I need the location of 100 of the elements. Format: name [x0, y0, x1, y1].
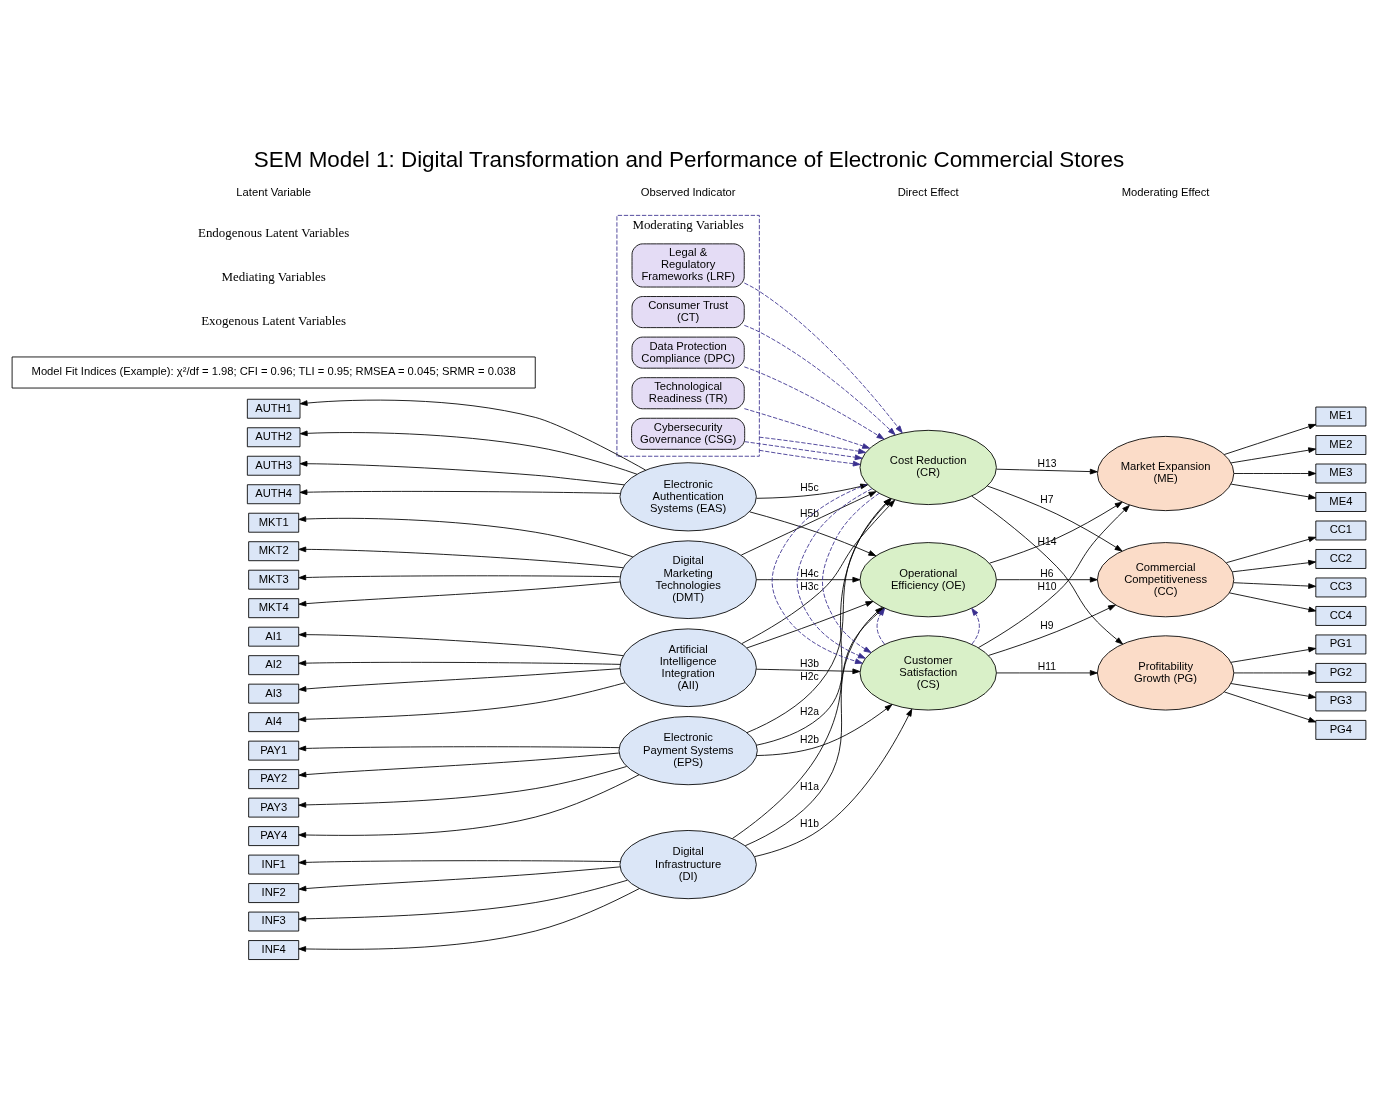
arrow [1226, 536, 1317, 563]
arrow [756, 483, 868, 499]
node-box: ME4 [1315, 491, 1367, 512]
arrow [298, 773, 640, 838]
arrow [298, 546, 624, 568]
arrow [298, 879, 628, 922]
arrow [1223, 423, 1317, 455]
arrow [971, 495, 1123, 644]
node-box: PAY3 [248, 797, 300, 818]
node-box: AI3 [248, 683, 300, 704]
arrow [749, 510, 877, 556]
arrow [298, 515, 634, 557]
node-box: ME2 [1315, 434, 1367, 455]
arrow [1230, 682, 1317, 699]
node-box: ME1 [1315, 406, 1367, 426]
arrow [996, 576, 1098, 583]
arrow [298, 865, 621, 891]
arrow [989, 501, 1123, 564]
node-box: AUTH4 [246, 483, 301, 504]
arrow [755, 667, 861, 674]
arrow [299, 399, 647, 471]
legend-label: Direct Effect [897, 185, 959, 198]
node-box: MKT3 [248, 569, 300, 590]
arrow [298, 887, 640, 952]
edge-label: H5c [800, 481, 819, 493]
edge-label: H1b [800, 817, 819, 829]
node-box: PG2 [1315, 662, 1367, 683]
arrow [299, 460, 625, 485]
arrow [1231, 559, 1316, 572]
arrow [298, 859, 621, 865]
node-box: PG3 [1315, 691, 1367, 711]
arrow [744, 440, 863, 460]
arrow [743, 324, 896, 435]
arrow [996, 669, 1098, 676]
node-box: PAY2 [248, 768, 300, 789]
arrow [756, 703, 893, 756]
node-box: CC4 [1315, 605, 1367, 626]
node-box: Cybersecurity Governance (CSG) [631, 417, 746, 450]
node-box: Consumer Trust (CT) [631, 295, 745, 328]
arrow [298, 752, 620, 777]
node-box: AI2 [248, 654, 300, 675]
node-box: AUTH2 [246, 426, 301, 447]
arrow [743, 365, 885, 439]
node-box: MKT2 [248, 540, 300, 561]
edge-label: H2c [800, 670, 819, 682]
edge-label: H6 [1040, 567, 1054, 579]
node-box: INF2 [248, 882, 300, 903]
arrow [746, 600, 874, 648]
arrow [1223, 691, 1317, 723]
arrow [1230, 483, 1317, 500]
node-box: MKT4 [248, 597, 300, 618]
edge-label: H7 [1040, 493, 1054, 505]
node-box: INF4 [248, 939, 300, 960]
edge-label: H10 [1037, 580, 1057, 592]
arrow [755, 576, 861, 583]
label: Exogenous Latent Variables [201, 312, 347, 328]
arrow [758, 436, 866, 454]
arrow [1230, 646, 1317, 663]
arrow [1230, 446, 1317, 463]
node-ellipse: Electronic Payment Systems (EPS) [618, 715, 758, 785]
arrow [299, 488, 621, 495]
edge-label: H11 [1037, 660, 1057, 672]
node-box: AUTH1 [246, 398, 301, 419]
arrow [298, 765, 627, 808]
arrow [996, 468, 1098, 474]
arrow [298, 659, 621, 666]
edge-label: H2b [800, 733, 819, 745]
arrow [743, 282, 903, 433]
edge-label: H3c [800, 580, 819, 592]
node-ellipse: Artificial Intelligence Integration (AII) [619, 627, 757, 707]
node-box: PG4 [1315, 719, 1367, 740]
diagram-title: SEM Model 1: Digital Transformation and Performance of Electronic Commercial Stores [253, 146, 1125, 172]
arrow [1229, 591, 1317, 612]
arrow [298, 745, 620, 751]
node-box: AI4 [248, 711, 300, 732]
arrow [771, 483, 868, 664]
arrow [978, 504, 1130, 648]
node-box: ME3 [1315, 463, 1367, 483]
node-ellipse: Digital Marketing Technologies (DMT) [619, 539, 757, 619]
arrow [298, 581, 621, 606]
arrow [299, 430, 638, 475]
edge-label: H4c [800, 567, 819, 579]
label: Endogenous Latent Variables [197, 224, 350, 240]
node-box: Model Fit Indices (Example): χ²/df = 1.98; CFI = 0.96; TLI = 0.95; RMSEA = 0.045; SRMR = 0.038 [11, 356, 536, 388]
arrow [740, 490, 877, 555]
edge-label: H2a [800, 705, 819, 717]
edge-label: H5b [800, 507, 819, 519]
node-box: AI1 [248, 626, 300, 647]
arrow [1233, 669, 1317, 676]
node-box: Data Protection Compliance (DPC) [631, 336, 745, 369]
arrow [971, 607, 980, 645]
arrow [1233, 470, 1317, 476]
node-ellipse: Digital Infrastructure (DI) [619, 829, 757, 899]
node-box: CC1 [1315, 520, 1367, 540]
arrow [298, 574, 621, 580]
node-box: Technological Readiness (TR) [631, 376, 745, 409]
arrow [796, 487, 873, 659]
node-box: CC2 [1315, 548, 1367, 569]
legend-label: Latent Variable [236, 185, 311, 198]
arrow [298, 667, 621, 692]
